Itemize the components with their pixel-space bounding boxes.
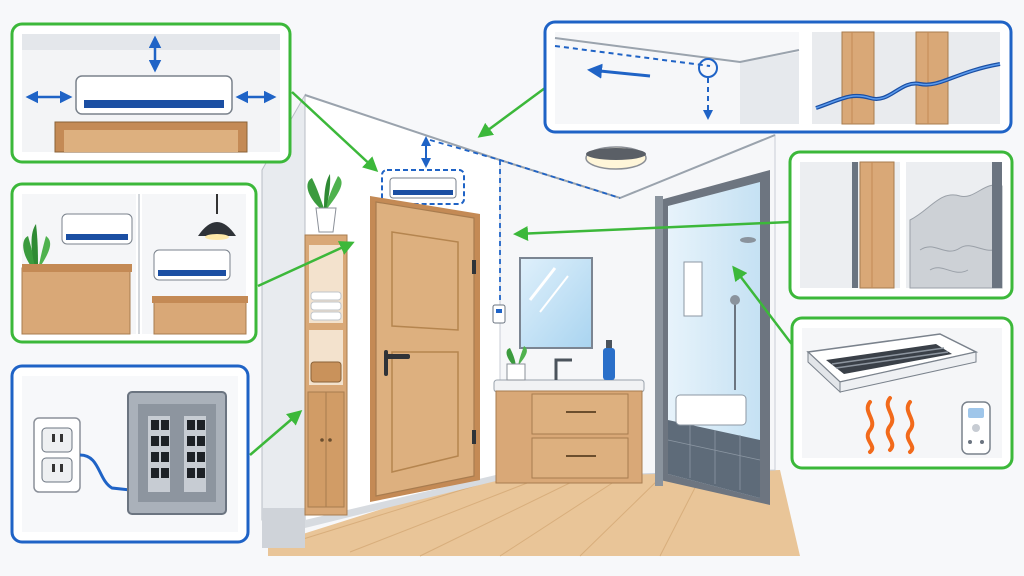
panel-wall-condition [788, 150, 1014, 300]
ac-unit-icon [75, 75, 233, 115]
panel-line-routing [543, 20, 1013, 134]
soap-dispenser-icon [603, 340, 615, 380]
arrow-icon [257, 241, 355, 288]
ceiling-light-icon [585, 146, 647, 170]
thermostat-icon [492, 304, 506, 324]
panel-placement-options [10, 182, 258, 344]
sink-icon [554, 358, 572, 380]
arrow-icon [291, 91, 379, 173]
plant-icon [23, 224, 51, 270]
wood-stud-icon [841, 31, 949, 125]
panel-ceiling-heater [790, 316, 1014, 470]
shower-area [655, 170, 770, 505]
ac-unit-icon [61, 213, 133, 245]
shower-head-icon [730, 237, 756, 390]
callout-arrows [249, 86, 801, 456]
wood-floor [268, 470, 800, 556]
breaker-panel-icon [127, 391, 227, 515]
shelf-unit [304, 234, 348, 516]
door-icon [370, 196, 480, 502]
panel-ac-clearance [10, 22, 292, 164]
plant-icon [506, 346, 527, 381]
arrow-icon [249, 410, 303, 456]
wood-stud-icon [859, 161, 895, 289]
pendant-lamp-icon [198, 194, 236, 240]
crumbling-plaster-icon [909, 162, 1003, 289]
vanity [493, 257, 645, 484]
arrow-icon [477, 86, 546, 138]
panel-electrical [10, 364, 250, 544]
ac-unit-icon [381, 136, 465, 205]
arrow-icon [513, 220, 791, 241]
arrow-icon [732, 265, 801, 356]
plant-icon [307, 174, 342, 233]
room-scene [261, 93, 800, 557]
heat-waves-icon [865, 396, 915, 454]
outlet-icon [33, 417, 81, 493]
ceiling-heater-icon [806, 333, 979, 394]
ac-unit-icon [153, 249, 231, 281]
remote-control-icon [961, 401, 991, 455]
mirror-icon [519, 257, 593, 349]
